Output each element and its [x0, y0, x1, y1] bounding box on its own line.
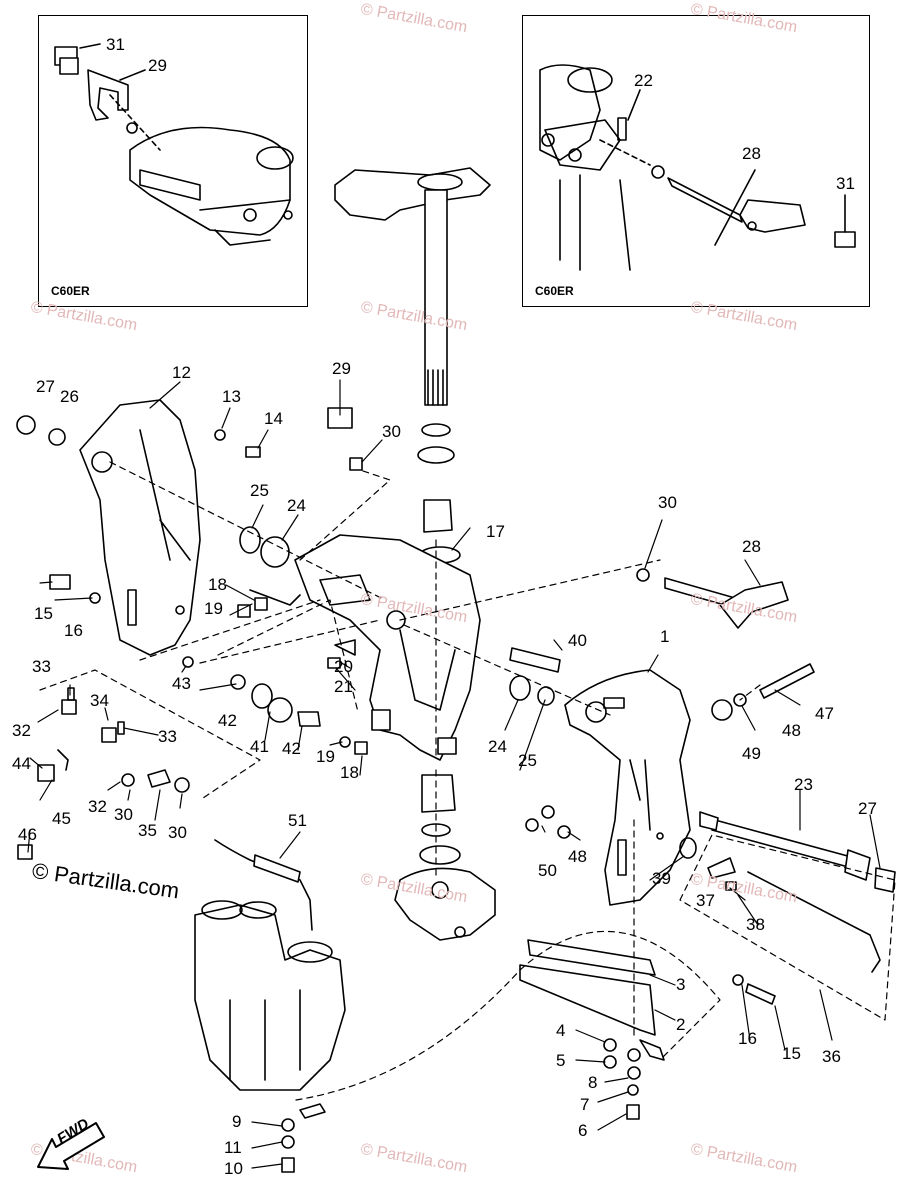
- callout-40: 40: [568, 631, 587, 650]
- callout-38: 38: [746, 915, 765, 934]
- callout-51: 51: [288, 811, 307, 830]
- callout-27: 27: [36, 377, 55, 396]
- callout-11: 11: [224, 1138, 242, 1157]
- callout-1: 1: [660, 627, 670, 646]
- callout-30: 30: [382, 422, 401, 441]
- callout-27: 27: [858, 799, 877, 818]
- callout-18: 18: [208, 575, 227, 594]
- callout-3: 3: [676, 975, 686, 994]
- callout-19: 19: [316, 747, 335, 766]
- callout-16: 16: [64, 621, 83, 640]
- inset-label: C60ER: [51, 284, 90, 298]
- callout-36: 36: [822, 1047, 841, 1066]
- callout-29: 29: [332, 359, 351, 378]
- callout-20: 20: [334, 657, 353, 676]
- callout-33: 33: [32, 657, 51, 676]
- callout-15: 15: [782, 1044, 801, 1063]
- callout-8: 8: [588, 1073, 598, 1092]
- inset-c60er-left: C60ER: [38, 15, 308, 307]
- callout-31: 31: [836, 174, 855, 193]
- callout-29: 29: [148, 56, 167, 75]
- callout-46: 46: [18, 825, 37, 844]
- callout-21: 21: [334, 677, 353, 696]
- callout-30: 30: [658, 493, 677, 512]
- callout-24: 24: [488, 737, 507, 756]
- callout-41: 41: [250, 737, 269, 756]
- callout-47: 47: [815, 704, 834, 723]
- callout-28: 28: [742, 537, 761, 556]
- assembly-dashed-lines: [39, 461, 896, 1101]
- steering-arm-drawing: [334, 167, 491, 564]
- callout-45: 45: [52, 809, 71, 828]
- thrust-rod-drawing: [519, 577, 789, 1036]
- callout-22: 22: [634, 71, 653, 90]
- callout-30: 30: [168, 823, 187, 842]
- callout-49: 49: [742, 744, 761, 763]
- hardware-drawing: [16, 407, 881, 1173]
- callout-18: 18: [340, 763, 359, 782]
- callout-12: 12: [172, 363, 191, 382]
- callout-17: 17: [486, 522, 505, 541]
- callout-4: 4: [556, 1021, 566, 1040]
- callout-5: 5: [556, 1051, 566, 1070]
- callout-37: 37: [696, 891, 715, 910]
- callout-32: 32: [12, 721, 31, 740]
- callout-7: 7: [580, 1095, 590, 1114]
- callout-23: 23: [794, 775, 813, 794]
- inset-label: C60ER: [535, 284, 574, 298]
- callout-15: 15: [34, 604, 53, 623]
- callout-10: 10: [224, 1159, 243, 1178]
- callout-13: 13: [222, 387, 241, 406]
- callout-24: 24: [287, 496, 306, 515]
- callout-39: 39: [652, 869, 671, 888]
- clamp-bracket-left-drawing: [79, 399, 201, 656]
- callout-26: 26: [60, 387, 79, 406]
- trim-unit-drawing: [194, 839, 346, 1091]
- callout-42: 42: [282, 739, 301, 758]
- callout-48: 48: [568, 847, 587, 866]
- callout-34: 34: [90, 691, 109, 710]
- callout-6: 6: [578, 1121, 588, 1140]
- inset-c60er-right: C60ER: [522, 15, 870, 307]
- callout-30: 30: [114, 805, 133, 824]
- callout-31: 31: [106, 35, 125, 54]
- callout-25: 25: [518, 751, 537, 770]
- callout-25: 25: [250, 481, 269, 500]
- callout-16: 16: [738, 1029, 757, 1048]
- callout-44: 44: [12, 754, 31, 773]
- callout-2: 2: [676, 1015, 686, 1034]
- callout-14: 14: [264, 409, 283, 428]
- callout-35: 35: [138, 821, 157, 840]
- callout-48: 48: [782, 721, 801, 740]
- callout-19: 19: [204, 599, 223, 618]
- clamp-bracket-right-drawing: [564, 669, 691, 906]
- callout-43: 43: [172, 674, 191, 693]
- callout-9: 9: [232, 1112, 242, 1131]
- leader-lines: [27, 43, 881, 1169]
- callout-28: 28: [742, 144, 761, 163]
- callout-32: 32: [88, 797, 107, 816]
- lower-mount-drawing: [394, 774, 496, 941]
- fwd-arrow-icon: [37, 1122, 105, 1170]
- callout-50: 50: [538, 861, 557, 880]
- callout-33: 33: [158, 727, 177, 746]
- swivel-bracket-drawing: [294, 534, 481, 761]
- tilt-tube-drawing: [699, 811, 896, 893]
- callout-42: 42: [218, 711, 237, 730]
